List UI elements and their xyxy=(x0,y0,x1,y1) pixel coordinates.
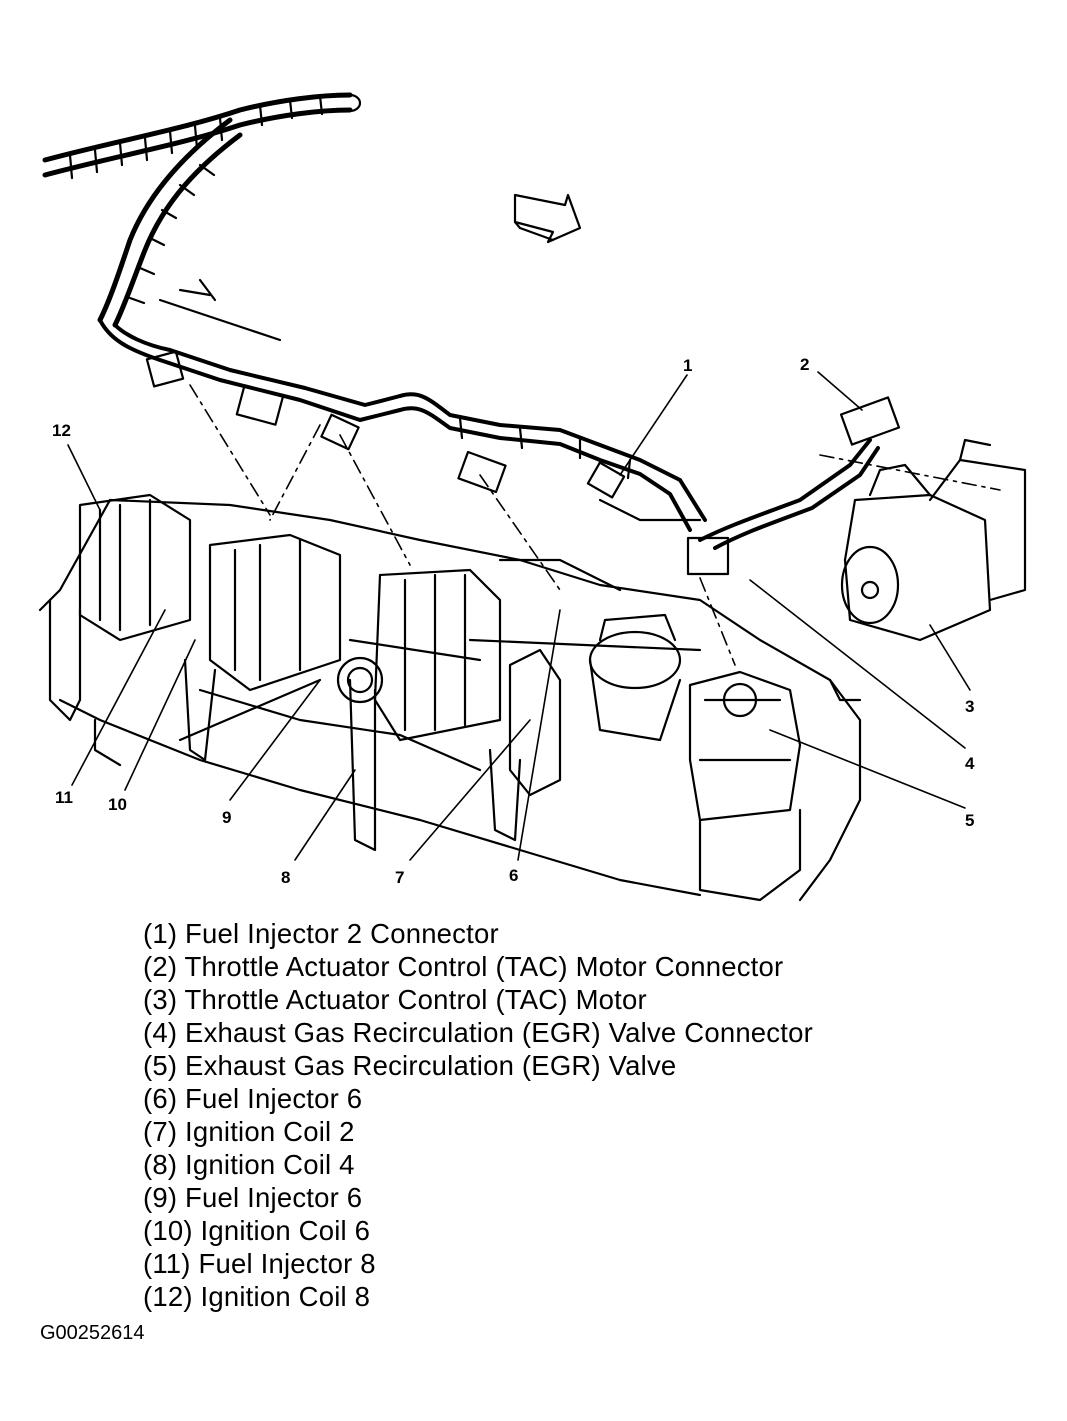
direction-arrow-icon xyxy=(513,193,582,244)
guide-lines xyxy=(189,384,1001,666)
component-legend: (1) Fuel Injector 2 Connector (2) Thrott… xyxy=(143,917,813,1313)
callout-11: 11 xyxy=(55,788,73,807)
callout-4: 4 xyxy=(965,754,975,773)
legend-item: (7) Ignition Coil 2 xyxy=(143,1116,355,1147)
callout-7: 7 xyxy=(395,868,404,887)
legend-item: (1) Fuel Injector 2 Connector xyxy=(143,918,499,949)
callout-2: 2 xyxy=(800,355,809,374)
legend-item: (11) Fuel Injector 8 xyxy=(143,1248,376,1279)
callout-1: 1 xyxy=(683,356,692,375)
callout-12: 12 xyxy=(52,421,71,440)
legend-item: (8) Ignition Coil 4 xyxy=(143,1149,355,1180)
callout-5: 5 xyxy=(965,811,974,830)
leader-lines xyxy=(67,371,971,861)
legend-item: (6) Fuel Injector 6 xyxy=(143,1083,363,1114)
callout-6: 6 xyxy=(509,866,518,885)
throttle-egr-illustration xyxy=(588,438,1027,902)
harness-connectors-illustration xyxy=(145,350,901,576)
legend-item: (5) Exhaust Gas Recirculation (EGR) Valv… xyxy=(143,1050,677,1081)
legend-item: (4) Exhaust Gas Recirculation (EGR) Valv… xyxy=(143,1017,813,1048)
ignition-coils-illustration xyxy=(48,493,562,852)
figure-id: G00252614 xyxy=(40,1322,145,1344)
engine-component-diagram: 1 2 3 4 5 6 7 8 9 10 11 12 xyxy=(38,92,1027,902)
callout-3: 3 xyxy=(965,697,974,716)
callout-9: 9 xyxy=(222,808,231,827)
callout-10: 10 xyxy=(108,795,127,814)
legend-item: (10) Ignition Coil 6 xyxy=(143,1215,371,1246)
legend-item: (12) Ignition Coil 8 xyxy=(143,1281,371,1312)
legend-item: (3) Throttle Actuator Control (TAC) Moto… xyxy=(143,984,647,1015)
legend-item: (9) Fuel Injector 6 xyxy=(143,1182,363,1213)
wiring-harness-illustration xyxy=(42,92,880,550)
legend-item: (2) Throttle Actuator Control (TAC) Moto… xyxy=(143,951,784,982)
callout-8: 8 xyxy=(281,868,290,887)
